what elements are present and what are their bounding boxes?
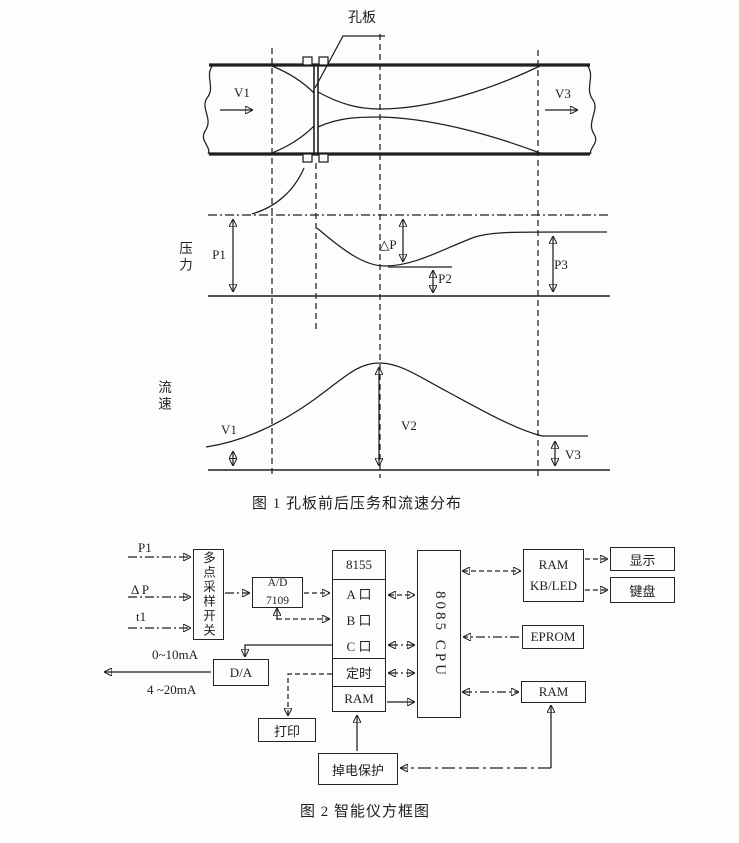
ram-kb-label-line1: RAM bbox=[538, 557, 569, 573]
eprom-label: EPROM bbox=[530, 629, 576, 644]
printer-block: 打印 bbox=[258, 718, 316, 742]
p1-label: P1 bbox=[212, 247, 226, 262]
ram2-label: RAM bbox=[538, 684, 569, 699]
8155-port-c: C 口 bbox=[346, 638, 372, 654]
figure2-caption: 图 2 智能仪方框图 bbox=[300, 804, 431, 820]
orifice-leader-line bbox=[314, 35, 385, 89]
orifice-flange-bottom-left bbox=[302, 153, 313, 163]
orifice-flange-top-right bbox=[318, 56, 329, 66]
pipe-diagram: 孔板 V1 V3 bbox=[202, 10, 597, 163]
input-t1-label: t1 bbox=[136, 609, 147, 624]
port-c-to-dac-line bbox=[245, 644, 332, 656]
velocity-curve bbox=[205, 362, 588, 448]
flow-curve-upper-upstream bbox=[271, 65, 315, 94]
eprom-block: EPROM bbox=[522, 625, 584, 649]
8155-timer: 定时 bbox=[333, 659, 385, 687]
velocity-axis-label: 流速 bbox=[156, 380, 171, 413]
display-label: 显示 bbox=[629, 552, 656, 568]
output-range1-label: 0~10mA bbox=[152, 647, 199, 662]
sampler-label: 多点采样开关 bbox=[201, 551, 215, 638]
orifice-flange-bottom-right bbox=[318, 153, 329, 163]
adc-label-line2: 7109 bbox=[266, 594, 289, 607]
adc-label-line1: A/D bbox=[267, 576, 288, 589]
p3-label: P3 bbox=[554, 257, 568, 272]
orifice-label: 孔板 bbox=[348, 10, 376, 26]
sampler-block: 多点采样开关 bbox=[193, 549, 224, 640]
reference-dashed-lines bbox=[271, 34, 539, 478]
pipe-v1-label: V1 bbox=[234, 85, 250, 100]
input-delta-p-label: Δ P bbox=[131, 582, 150, 597]
velocity-plot: V1 V2 V3 bbox=[205, 362, 610, 471]
v2-label: V2 bbox=[401, 418, 417, 433]
pipe-break-left bbox=[202, 64, 214, 155]
v1-label: V1 bbox=[221, 422, 237, 437]
pressure-plot: P1 △P P2 P3 bbox=[208, 167, 610, 297]
figure2-connections bbox=[105, 557, 607, 768]
printer-label: 打印 bbox=[273, 723, 300, 739]
8155-title: 8155 bbox=[333, 551, 385, 580]
pressure-axis-label: 压力 bbox=[177, 241, 192, 274]
input-p1-label: P1 bbox=[138, 540, 152, 555]
power-protection-block: 掉电保护 bbox=[318, 753, 398, 785]
pressure-curve-upstream bbox=[251, 167, 305, 215]
dac-block: D/A bbox=[213, 659, 269, 686]
keyboard-label: 键盘 bbox=[629, 583, 656, 599]
8155-ram: RAM bbox=[344, 690, 374, 706]
pressure-curve-downstream bbox=[316, 227, 608, 267]
display-block: 显示 bbox=[610, 547, 675, 571]
power-protection-label: 掉电保护 bbox=[331, 762, 384, 778]
ram2-block: RAM bbox=[521, 681, 586, 703]
timer-to-printer-line bbox=[288, 673, 332, 715]
figure1-caption: 图 1 孔板前后压务和流速分布 bbox=[252, 496, 463, 512]
pipe-v3-label: V3 bbox=[555, 86, 571, 101]
adc-block: A/D 7109 bbox=[252, 577, 303, 608]
output-range2-label: 4 ~20mA bbox=[147, 682, 197, 697]
8155-port-a: A 口 bbox=[346, 586, 372, 602]
8155-ports-section: A 口 B 口 C 口 bbox=[333, 580, 385, 659]
8155-port-b: B 口 bbox=[346, 612, 372, 628]
dac-label: D/A bbox=[229, 664, 253, 680]
ram-kb-label-line2: KB/LED bbox=[530, 577, 577, 593]
flow-curve-lower-upstream bbox=[271, 125, 315, 154]
flow-curve-upper-jet bbox=[317, 65, 541, 110]
ram-kb-led-block: RAM KB/LED bbox=[523, 549, 584, 602]
keyboard-block: 键盘 bbox=[610, 577, 675, 603]
delta-p-label: △P bbox=[379, 237, 396, 252]
cpu-block: 8085 CPU bbox=[417, 550, 461, 718]
flow-curve-lower-jet bbox=[317, 116, 541, 154]
p2-label: P2 bbox=[438, 271, 452, 286]
pipe-break-right bbox=[586, 64, 597, 155]
8155-block: 8155 A 口 B 口 C 口 定时 RAM bbox=[332, 550, 386, 712]
v3-label: V3 bbox=[565, 447, 581, 462]
cpu-label: 8085 CPU bbox=[431, 590, 448, 678]
orifice-flange-top-left bbox=[302, 56, 313, 66]
